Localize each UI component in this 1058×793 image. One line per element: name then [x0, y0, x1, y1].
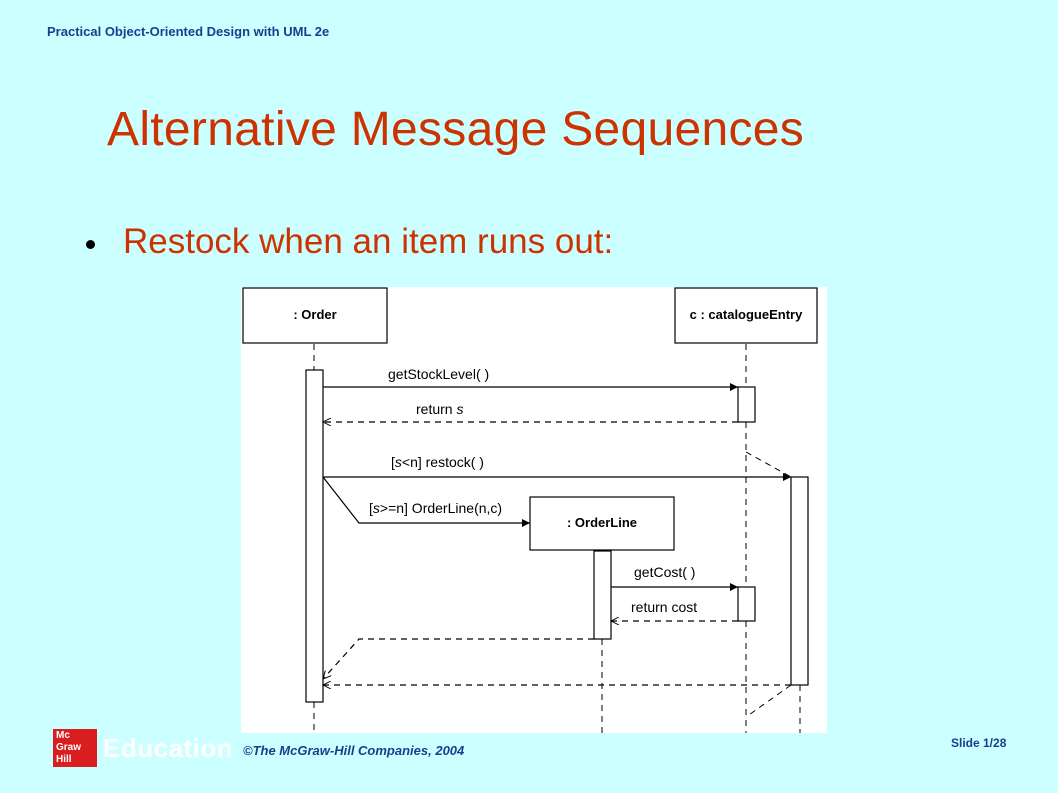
orderline-create-label: [s>=n] OrderLine(n,c)	[369, 500, 502, 516]
catalogue-copy-link-top	[745, 451, 792, 478]
education-wordmark: Education	[103, 732, 234, 763]
bullet-item: Restock when an item runs out:	[86, 222, 613, 262]
mcgraw-hill-logo-icon: Mc Graw Hill	[53, 729, 97, 767]
slide-title: Alternative Message Sequences	[107, 103, 805, 156]
copyright-notice: ©The McGraw-Hill Companies, 2004	[243, 743, 465, 758]
return-s-label: return s	[416, 401, 463, 417]
orderline-create-arrow	[322, 476, 530, 527]
return-cost-label: return cost	[631, 599, 697, 615]
get-stock-level-label: getStockLevel( )	[388, 366, 489, 382]
course-title: Practical Object-Oriented Design with UM…	[47, 24, 330, 39]
restock-label: [s<n] restock( )	[391, 454, 484, 470]
catalogue-copy-link-bottom	[745, 684, 792, 718]
catalogue-activation-3	[737, 586, 756, 622]
catalogue-entry-object-label: c : catalogueEntry	[690, 307, 803, 322]
catalogue-activation-2	[790, 476, 809, 686]
bullet-text: Restock when an item runs out:	[123, 222, 614, 261]
mcgraw-hill-logo: Mc Graw Hill Education	[53, 729, 233, 767]
catalogue-entry-object: c : catalogueEntry	[674, 287, 818, 344]
orderline-activation	[593, 550, 612, 640]
orderline-return-arrow	[323, 638, 594, 679]
sequence-diagram-svg: : Order c : catalogueEntry : OrderLine	[242, 287, 818, 733]
order-object-label: : Order	[293, 307, 336, 322]
get-cost-label: getCost( )	[634, 564, 695, 580]
catalogue-activation-1	[737, 386, 756, 423]
order-activation	[305, 369, 324, 703]
sequence-diagram: : Order c : catalogueEntry : OrderLine	[241, 287, 827, 733]
order-object: : Order	[242, 287, 388, 344]
slide-number: Slide 1/28	[951, 736, 1007, 750]
orderline-object: : OrderLine	[529, 496, 675, 551]
bullet-dot-icon	[86, 239, 95, 249]
orderline-object-label: : OrderLine	[567, 515, 637, 530]
